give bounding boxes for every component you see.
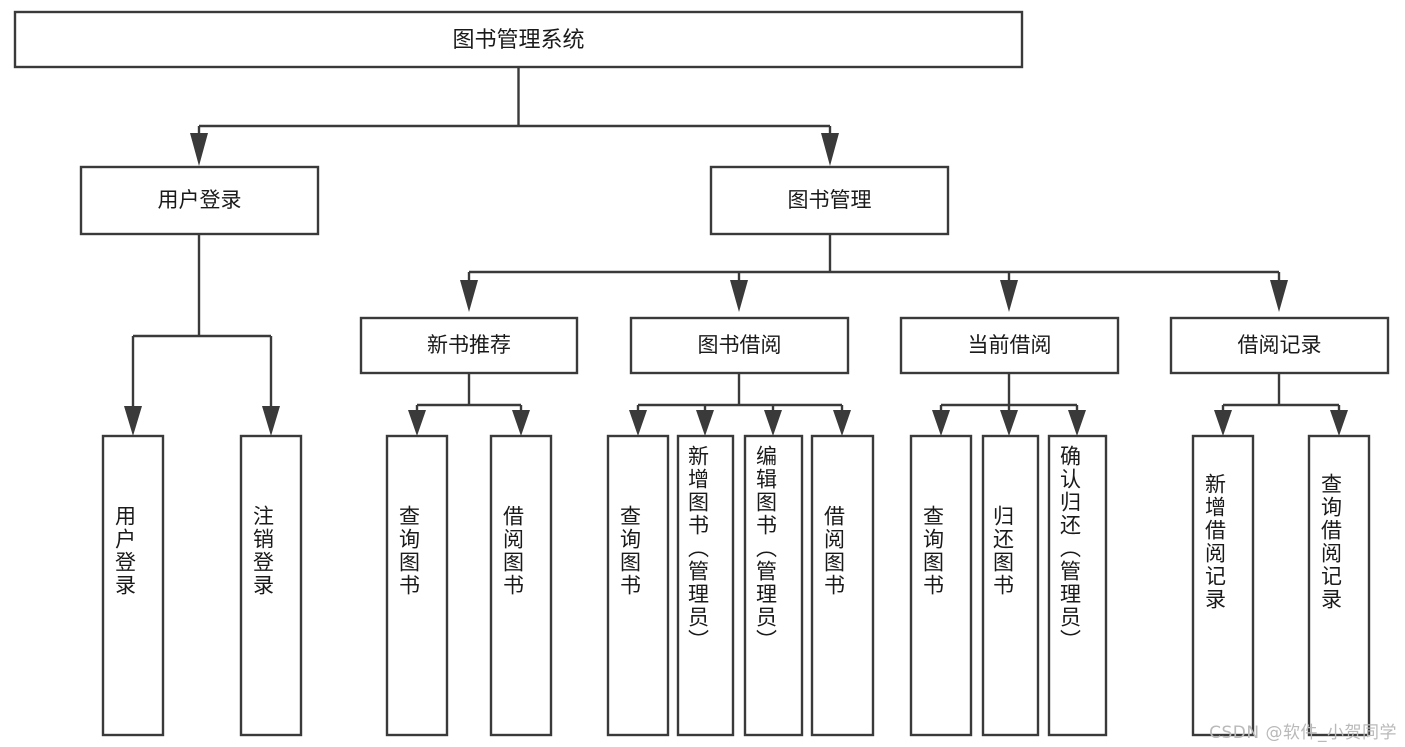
leaf-box-query-book-1[interactable]: [385, 434, 449, 737]
node-book-manage-label: 图书管理: [788, 188, 872, 212]
csdn-watermark: CSDN @软件_小贺同学: [1209, 723, 1397, 743]
connector-group-current-borrow-to-leaves: [932, 373, 1086, 436]
leaf-box-edit-book[interactable]: [743, 434, 804, 737]
node-borrow-record[interactable]: 借阅记录: [1169, 316, 1390, 375]
connector-group-root-to-level2: [190, 67, 839, 166]
node-current-borrow-box[interactable]: [899, 316, 1120, 375]
leaf-box-logout[interactable]: [239, 434, 303, 737]
node-user-login-box[interactable]: [79, 165, 320, 236]
arrow-head-to-user-login: [190, 133, 208, 166]
arrow-head-leaf-add-book: [696, 410, 714, 436]
arrow-head-leaf-query-book-1: [408, 410, 426, 436]
node-new-book-rec-label: 新书推荐: [427, 333, 511, 357]
arrow-head-leaf-query-book-3: [932, 410, 950, 436]
node-new-book-rec-box[interactable]: [359, 316, 579, 375]
connector-group-new-book-rec-to-leaves: [408, 373, 530, 436]
arrow-head-leaf-logout: [262, 406, 280, 436]
arrow-head-to-book-manage: [821, 133, 839, 166]
node-current-borrow-label: 当前借阅: [968, 333, 1052, 357]
leaf-box-add-record[interactable]: [1191, 434, 1255, 737]
node-user-login[interactable]: 用户登录: [79, 165, 320, 236]
node-borrow-record-box[interactable]: [1169, 316, 1390, 375]
connector-group-borrow-record-to-leaves: [1214, 373, 1348, 436]
leaf-box-borrow-book-2[interactable]: [810, 434, 875, 737]
leaf-box-borrow-book-1[interactable]: [489, 434, 553, 737]
leaf-box-query-book-3[interactable]: [909, 434, 973, 737]
arrow-head-leaf-confirm-return: [1068, 410, 1086, 436]
arrow-head-to-new-book-rec: [460, 280, 478, 312]
leaf-box-user-login[interactable]: [101, 434, 165, 737]
node-borrow-record-label: 借阅记录: [1238, 333, 1322, 357]
arrow-head-leaf-user-login: [124, 406, 142, 436]
connector-group-user-login-to-leaves: [124, 234, 280, 436]
node-current-borrow[interactable]: 当前借阅: [899, 316, 1120, 375]
node-user-login-label: 用户登录: [158, 188, 242, 212]
arrow-head-to-borrow-record: [1270, 280, 1288, 312]
node-root[interactable]: 图书管理系统: [13, 10, 1024, 69]
node-book-borrow-box[interactable]: [629, 316, 850, 375]
leaf-box-add-book[interactable]: [676, 434, 735, 737]
arrow-head-leaf-add-record: [1214, 410, 1232, 436]
node-book-borrow-label: 图书借阅: [698, 333, 782, 357]
connector-group-book-manage-to-level3: [460, 234, 1288, 312]
leaf-box-group: [101, 434, 1371, 737]
leaf-box-query-record[interactable]: [1307, 434, 1371, 737]
arrow-head-to-book-borrow: [730, 280, 748, 312]
leaf-box-return-book[interactable]: [981, 434, 1040, 737]
arrow-head-leaf-edit-book: [764, 410, 782, 436]
arrow-head-leaf-borrow-book-2: [833, 410, 851, 436]
node-new-book-rec[interactable]: 新书推荐: [359, 316, 579, 375]
arrow-head-leaf-return-book: [1000, 410, 1018, 436]
arrow-head-leaf-query-record: [1330, 410, 1348, 436]
arrow-head-leaf-borrow-book-1: [512, 410, 530, 436]
node-root-box[interactable]: [13, 10, 1024, 69]
leaf-box-confirm-return[interactable]: [1047, 434, 1108, 737]
node-book-borrow[interactable]: 图书借阅: [629, 316, 850, 375]
connector-group-book-borrow-to-leaves: [629, 373, 851, 436]
node-book-manage[interactable]: 图书管理: [709, 165, 950, 236]
arrow-head-leaf-query-book-2: [629, 410, 647, 436]
leaf-box-query-book-2[interactable]: [606, 434, 670, 737]
node-root-label: 图书管理系统: [452, 28, 584, 53]
arrow-head-to-current-borrow: [1000, 280, 1018, 312]
node-book-manage-box[interactable]: [709, 165, 950, 236]
